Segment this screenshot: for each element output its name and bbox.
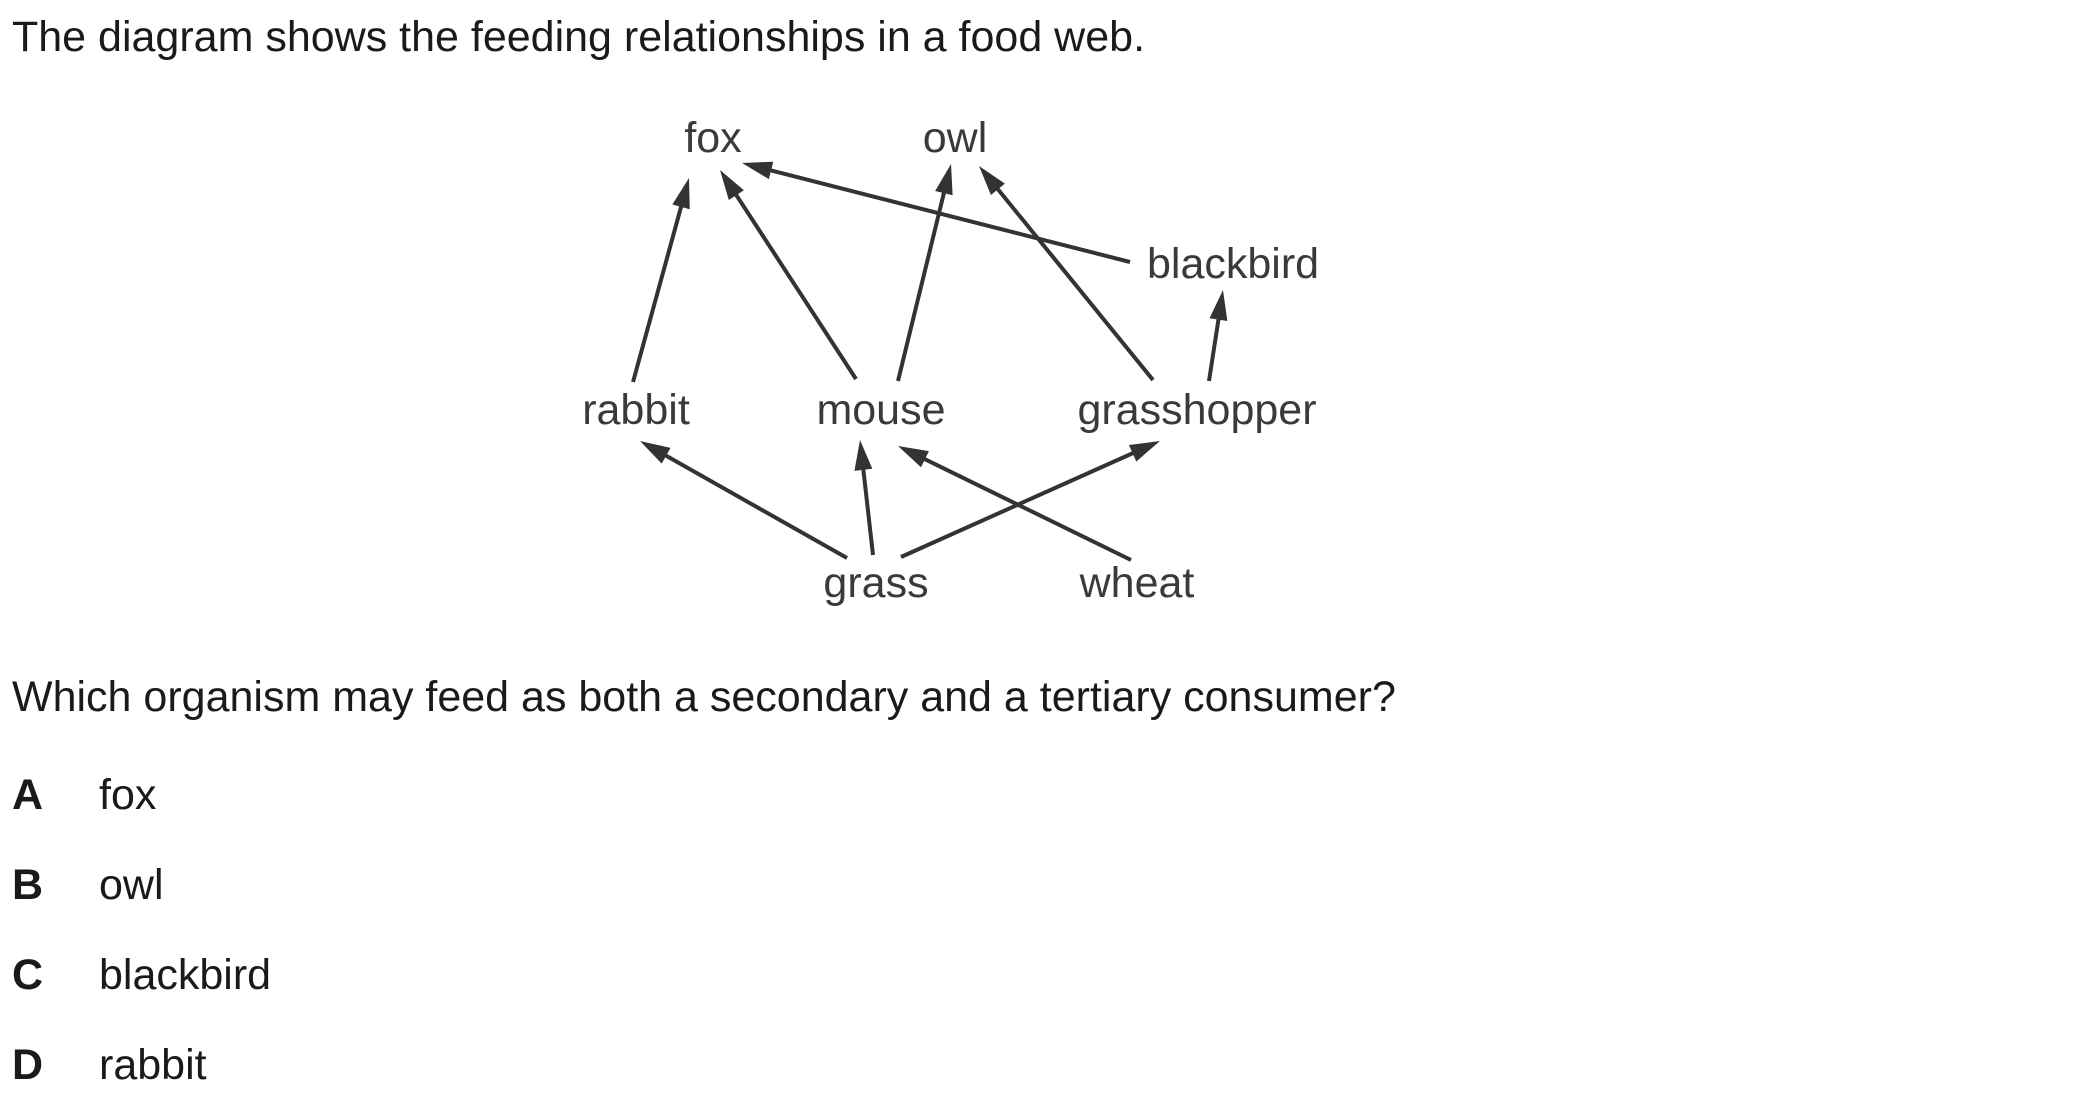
edge-wheat-to-mouse: [920, 455, 1132, 562]
arrowhead-mouse-to-fox: [720, 170, 744, 201]
food-web-edges: [631, 161, 1228, 562]
node-grass: grass: [823, 559, 928, 607]
intro-text: The diagram shows the feeding relationsh…: [12, 13, 1146, 61]
edge-mouse-to-fox: [732, 190, 858, 381]
edge-grasshopper-to-blackbird: [1207, 315, 1222, 382]
option-letter: B: [12, 861, 44, 909]
edge-grasshopper-to-owl: [993, 184, 1155, 382]
arrowhead-mouse-to-owl: [935, 164, 953, 196]
option-letter: D: [12, 1041, 44, 1089]
arrowhead-grasshopper-to-blackbird: [1209, 290, 1228, 322]
node-blackbird: blackbird: [1147, 240, 1319, 288]
option-text: blackbird: [99, 951, 272, 999]
arrowhead-grass-to-rabbit: [640, 441, 671, 464]
node-rabbit: rabbit: [582, 386, 690, 434]
node-fox: fox: [684, 114, 742, 162]
arrowhead-rabbit-to-fox: [672, 178, 690, 210]
arrowhead-blackbird-to-fox: [742, 161, 774, 180]
edge-grass-to-mouse: [860, 465, 875, 556]
option-letter: A: [12, 771, 44, 819]
food-web-diagram: fox owl blackbird rabbit mouse grasshopp…: [582, 114, 1319, 607]
option-text: owl: [99, 861, 164, 909]
node-owl: owl: [923, 114, 988, 162]
option-letter: C: [12, 951, 44, 999]
arrowhead-grass-to-mouse: [854, 440, 873, 471]
edge-rabbit-to-fox: [631, 202, 685, 383]
edge-grass-to-rabbit: [661, 452, 848, 560]
option-text: rabbit: [99, 1041, 207, 1089]
node-grasshopper: grasshopper: [1077, 386, 1316, 434]
edge-blackbird-to-fox: [766, 167, 1131, 264]
question-text: Which organism may feed as both a second…: [12, 673, 1396, 721]
arrowhead-grass-to-grasshopper: [1128, 441, 1160, 462]
food-web-labels: fox owl blackbird rabbit mouse grasshopp…: [582, 114, 1319, 607]
node-mouse: mouse: [816, 386, 945, 434]
arrowhead-wheat-to-mouse: [898, 446, 929, 468]
arrowhead-grasshopper-to-owl: [979, 166, 1005, 195]
option-text: fox: [99, 771, 157, 819]
edge-mouse-to-owl: [896, 188, 947, 382]
node-wheat: wheat: [1079, 559, 1195, 607]
